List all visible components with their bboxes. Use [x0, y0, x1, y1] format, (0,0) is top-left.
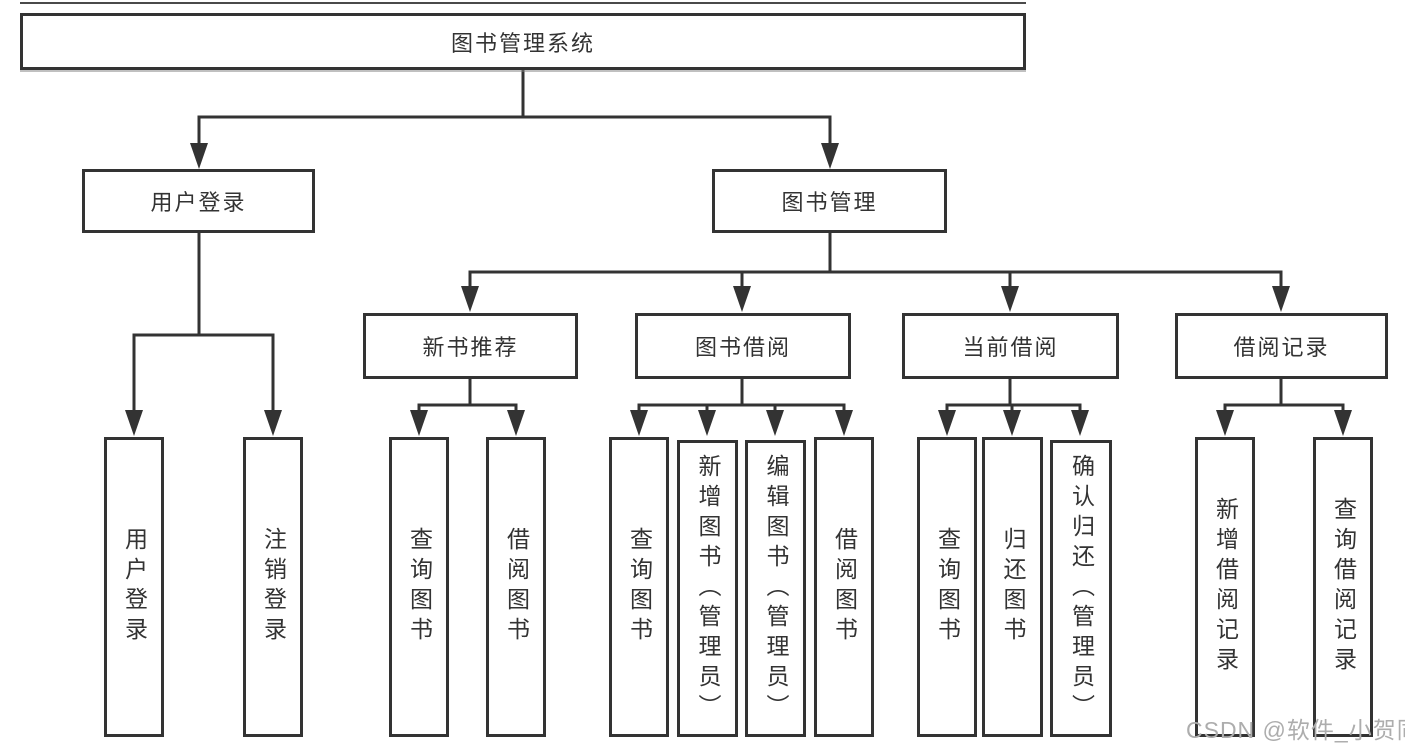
node-leaf-borrow-query-book: 查询图书: [609, 437, 669, 737]
node-book-management: 图书管理: [712, 169, 947, 233]
node-leaf-rec-borrow-book: 借阅图书: [486, 437, 546, 737]
node-leaf-edit-book-admin: 编辑图书（管理员）: [745, 440, 806, 737]
node-leaf-logout: 注销登录: [243, 437, 303, 737]
node-leaf-borrow-book: 借阅图书: [814, 437, 874, 737]
node-user-login: 用户登录: [82, 169, 315, 233]
csdn-watermark: CSDN @软件_小贺同学: [1186, 717, 1405, 743]
node-leaf-add-borrow-record: 新增借阅记录: [1195, 437, 1255, 737]
node-leaf-rec-query-book: 查询图书: [389, 437, 449, 737]
top-border-line: [20, 2, 1026, 4]
node-leaf-query-borrow-record: 查询借阅记录: [1313, 437, 1373, 737]
node-new-book-recommend: 新书推荐: [363, 313, 578, 379]
node-current-borrow: 当前借阅: [902, 313, 1119, 379]
node-book-borrow: 图书借阅: [635, 313, 851, 379]
node-leaf-add-book-admin: 新增图书（管理员）: [677, 440, 738, 737]
node-leaf-confirm-return-admin: 确认归还（管理员）: [1050, 440, 1112, 737]
node-root-system: 图书管理系统: [20, 13, 1026, 70]
node-leaf-return-book: 归还图书: [982, 437, 1043, 737]
node-leaf-cur-query-book: 查询图书: [917, 437, 977, 737]
node-leaf-user-login: 用户登录: [104, 437, 164, 737]
node-borrow-record: 借阅记录: [1175, 313, 1388, 379]
